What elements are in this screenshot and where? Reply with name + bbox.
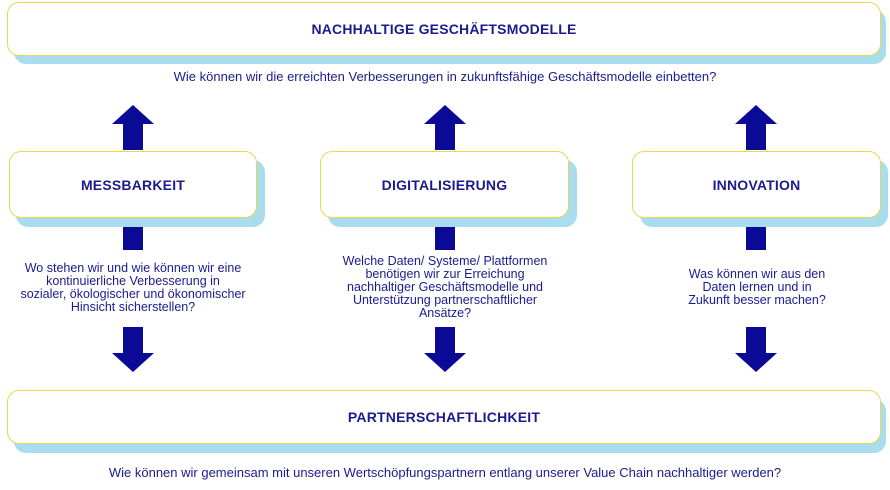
bottom-banner-card: PARTNERSCHAFTLICHKEIT [7,390,881,444]
arrow-up-icon [424,105,466,150]
question-line: Zukunft besser machen? [688,293,826,307]
question-line: Hinsicht sicherstellen? [70,300,196,314]
arrow-up-icon [112,105,154,150]
pillar-question-messbarkeit: Wo stehen wir und wie können wir eine ko… [2,262,264,314]
top-banner-card: NACHHALTIGE GESCHÄFTSMODELLE [7,2,881,56]
pillar-question-digitalisierung: Welche Daten/ Systeme/ Plattformen benöt… [314,255,576,320]
top-banner: NACHHALTIGE GESCHÄFTSMODELLE [0,0,890,70]
pillar-title: MESSBARKEIT [80,176,186,193]
pillar-title: DIGITALISIERUNG [381,176,508,193]
arrow-up-icon [735,105,777,150]
arrow-down-icon [735,327,777,372]
question-line: Welche Daten/ Systeme/ Plattformen [342,254,548,268]
question-line: Unterstützung partnerschaftlicher [352,293,538,307]
pillar-card: INNOVATION [632,151,881,218]
question-line: Ansätze? [418,306,472,320]
bottom-banner-title: PARTNERSCHAFTLICHKEIT [347,409,541,425]
question-line: Was können wir aus den [688,267,826,281]
question-line: sozialer, ökologischer und ökonomischer [20,287,246,301]
pillar-card: DIGITALISIERUNG [320,151,569,218]
bottom-question: Wie können wir gemeinsam mit unseren Wer… [108,465,782,480]
question-line: Daten lernen und in [702,280,812,294]
question-line: kontinuierliche Verbesserung in [46,274,220,288]
top-banner-title: NACHHALTIGE GESCHÄFTSMODELLE [311,21,577,37]
pillar-card: MESSBARKEIT [9,151,257,218]
question-line: nachhaltiger Geschäftsmodelle und [347,280,543,294]
question-line: Wo stehen wir und wie können wir eine [24,261,242,275]
arrow-down-icon [112,327,154,372]
pillar-question-innovation: Was können wir aus den Daten lernen und … [626,268,888,307]
pillar-title: INNOVATION [712,176,801,193]
arrow-down-icon [424,327,466,372]
top-question: Wie können wir die erreichten Verbesseru… [173,69,717,84]
question-line: benötigen wir zur Erreichung [365,267,525,281]
